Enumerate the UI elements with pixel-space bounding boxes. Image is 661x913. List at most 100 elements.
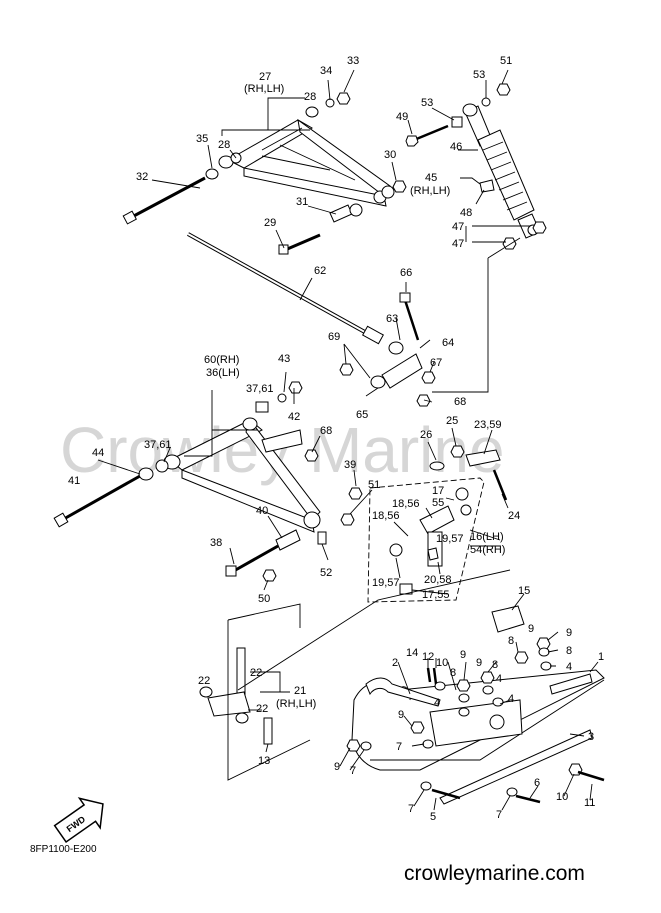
nut-47b — [532, 221, 547, 234]
callout-41: 41 — [68, 475, 80, 487]
nut-33 — [336, 92, 351, 105]
bolt-32 — [122, 168, 219, 225]
callout-64: 64 — [442, 337, 454, 349]
callout-34: 34 — [320, 65, 332, 77]
callout-3: 3 — [588, 731, 594, 743]
nut-30 — [392, 180, 407, 193]
bracket-15 — [491, 605, 525, 633]
callout-1957: 19,57 — [436, 533, 464, 545]
callout-38: 38 — [210, 537, 222, 549]
callout-15: 15 — [518, 585, 530, 597]
nut-68b — [304, 449, 319, 462]
callout-4a: 4 — [434, 697, 440, 709]
callout-2058: 20,58 — [424, 574, 452, 586]
callout-31: 31 — [296, 196, 308, 208]
callout-9b: 9 — [476, 657, 482, 669]
callout-40: 40 — [256, 505, 268, 517]
callout-8d: 8 — [566, 645, 572, 657]
callout-16: 16(LH) — [470, 531, 504, 543]
bushing-53 — [451, 116, 463, 128]
bolt-6 — [515, 794, 541, 804]
callout-27: 27 — [259, 71, 271, 83]
callout-10: 10 — [436, 657, 448, 669]
link-64 — [370, 341, 423, 389]
callout-2359: 23,59 — [474, 419, 502, 431]
fwd-arrow-icon: FWD — [53, 797, 104, 844]
callout-68: 68 — [454, 396, 466, 408]
callout-3761b: 37,61 — [246, 383, 274, 395]
callout-29: 29 — [264, 217, 276, 229]
callout-44: 44 — [92, 447, 104, 459]
callout-26: 26 — [420, 429, 432, 441]
callout-68b: 68 — [320, 425, 332, 437]
callout-8a: 8 — [492, 659, 498, 671]
nut-42 — [288, 381, 303, 394]
callout-7a: 7 — [396, 741, 402, 753]
callout-5: 5 — [430, 811, 436, 823]
diagram-code: 8FP1100-E200 — [30, 844, 97, 855]
bolt-5 — [431, 788, 461, 800]
callout-6: 6 — [534, 777, 540, 789]
callout-47b: 47 — [452, 238, 464, 250]
spindle — [389, 487, 472, 595]
shaft-62 — [187, 232, 384, 345]
ski-bracket — [199, 647, 273, 745]
callout-48: 48 — [460, 207, 472, 219]
steering-arm-2359 — [465, 449, 501, 467]
callout-17: 17 — [432, 485, 444, 497]
callout-25: 25 — [446, 415, 458, 427]
cap-26 — [429, 461, 445, 471]
nut-69 — [339, 363, 354, 376]
callout-9f: 9 — [334, 761, 340, 773]
bolt-11 — [577, 770, 605, 782]
callout-35: 35 — [196, 133, 208, 145]
washer-43 — [277, 393, 287, 403]
handle-2 — [365, 677, 441, 707]
bolt-49 — [405, 124, 449, 147]
washer-34 — [325, 98, 335, 108]
callout-28: 28 — [218, 139, 230, 151]
callout-7b: 7 — [350, 765, 356, 777]
nut-25 — [450, 445, 465, 458]
bolt-14 — [426, 667, 432, 683]
region-outline-2 — [237, 569, 511, 691]
callout-52: 52 — [320, 567, 332, 579]
callout-51: 51 — [368, 479, 380, 491]
website-footer: crowleymarine.com — [404, 862, 585, 885]
washer-53-top — [481, 97, 491, 107]
callout-45: 45 — [425, 172, 437, 184]
nut-51b — [340, 513, 355, 526]
callout-1: 1 — [598, 651, 604, 663]
callout-13: 13 — [258, 755, 270, 767]
callout-49: 49 — [396, 111, 408, 123]
collar-31 — [329, 203, 363, 223]
callout-1856: 18,56 — [392, 498, 420, 510]
bolt-24 — [492, 469, 508, 501]
callout-7c: 7 — [408, 803, 414, 815]
callout-9c: 9 — [528, 623, 534, 635]
callout-66: 66 — [400, 267, 412, 279]
callout-45-rhlh: (RH,LH) — [410, 185, 450, 197]
callout-30: 30 — [384, 149, 396, 161]
callout-60: 60(RH) — [204, 354, 239, 366]
bolt-29 — [278, 233, 321, 255]
callout-54: 54(RH) — [470, 544, 505, 556]
leader-lines — [97, 69, 599, 811]
bushing-3761b — [255, 401, 269, 413]
collar-40 — [275, 529, 301, 551]
callout-4c: 4 — [508, 693, 514, 705]
callout-43: 43 — [278, 353, 290, 365]
nut-39 — [348, 487, 363, 500]
callout-8c: 8 — [508, 635, 514, 647]
callout-1856b: 18,56 — [372, 510, 400, 522]
callout-51-top: 51 — [500, 55, 512, 67]
callout-47: 47 — [452, 221, 464, 233]
callout-46: 46 — [450, 141, 462, 153]
callout-9d: 9 — [566, 627, 572, 639]
region-outline — [227, 603, 311, 781]
callout-1755: 17,55 — [422, 589, 450, 601]
callout-24: 24 — [508, 510, 520, 522]
nut-51-top — [496, 83, 511, 96]
callout-62: 62 — [314, 265, 326, 277]
callout-42: 42 — [288, 411, 300, 423]
